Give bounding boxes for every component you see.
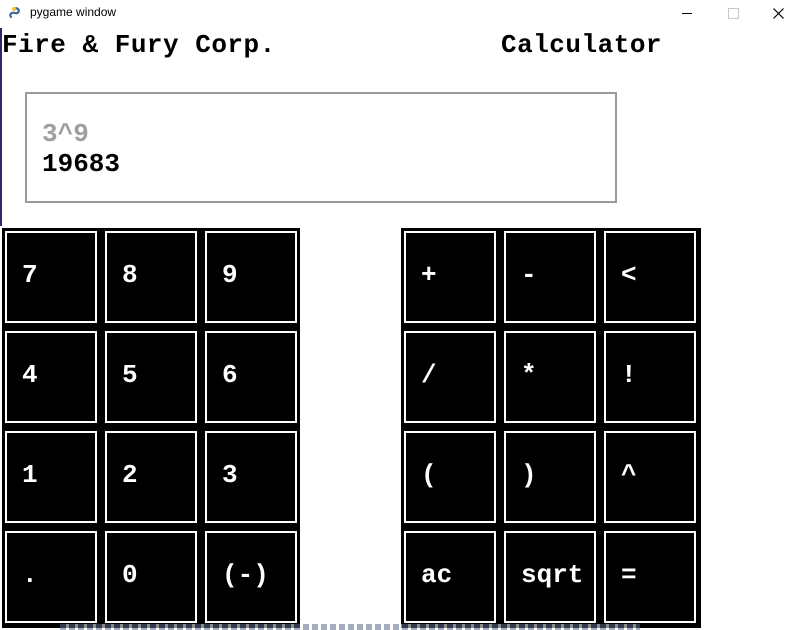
key-divide-button[interactable]: / [404, 331, 496, 423]
key-label: (-) [222, 560, 269, 590]
key-2-button[interactable]: 2 [105, 431, 197, 523]
key-8-button[interactable]: 8 [105, 231, 197, 323]
key-label: 8 [122, 260, 138, 290]
key-3-button[interactable]: 3 [205, 431, 297, 523]
operator-keypad: + - < / * ! ( ) ^ ac sqrt = [401, 228, 701, 628]
expression-text: 3^9 [42, 119, 89, 149]
key-label: 7 [22, 260, 38, 290]
minimize-icon [681, 13, 692, 14]
calculator-display: 3^9 19683 [25, 92, 617, 203]
maximize-button[interactable] [710, 0, 756, 27]
pygame-snake-icon [9, 7, 20, 19]
maximize-icon [727, 8, 739, 19]
result-text: 19683 [42, 149, 121, 179]
key-6-button[interactable]: 6 [205, 331, 297, 423]
key-label: . [22, 560, 38, 590]
key-label: 3 [222, 460, 238, 490]
key-label: - [521, 260, 537, 290]
key-1-button[interactable]: 1 [5, 431, 97, 523]
key-0-button[interactable]: 0 [105, 531, 197, 623]
key-9-button[interactable]: 9 [205, 231, 297, 323]
key-all-clear-button[interactable]: ac [404, 531, 496, 623]
key-5-button[interactable]: 5 [105, 331, 197, 423]
company-name: Fire & Fury Corp. [2, 30, 276, 60]
minimize-button[interactable] [664, 0, 710, 27]
key-label: 1 [22, 460, 38, 490]
key-label: sqrt [521, 560, 584, 590]
window-edge-line [0, 28, 2, 226]
key-4-button[interactable]: 4 [5, 331, 97, 423]
number-keypad: 7 8 9 4 5 6 1 2 3 . 0 (-) [2, 228, 300, 628]
window-titlebar[interactable]: pygame window [0, 0, 800, 27]
close-button[interactable] [755, 0, 800, 27]
key-label: + [421, 260, 437, 290]
key-label: ( [421, 460, 437, 490]
key-multiply-button[interactable]: * [504, 331, 596, 423]
key-decimal-button[interactable]: . [5, 531, 97, 623]
key-factorial-button[interactable]: ! [604, 331, 696, 423]
key-label: 6 [222, 360, 238, 390]
key-label: 0 [122, 560, 138, 590]
key-open-paren-button[interactable]: ( [404, 431, 496, 523]
key-plus-button[interactable]: + [404, 231, 496, 323]
key-label: ac [421, 560, 453, 590]
key-label: ! [621, 360, 637, 390]
key-negate-button[interactable]: (-) [205, 531, 297, 623]
key-label: ^ [621, 460, 637, 490]
key-minus-button[interactable]: - [504, 231, 596, 323]
key-label: = [621, 560, 637, 590]
key-sqrt-button[interactable]: sqrt [504, 531, 596, 623]
key-label: 2 [122, 460, 138, 490]
key-label: / [421, 360, 437, 390]
key-backspace-button[interactable]: < [604, 231, 696, 323]
key-label: 9 [222, 260, 238, 290]
key-label: * [521, 360, 537, 390]
key-label: 5 [122, 360, 138, 390]
window-title: pygame window [30, 5, 117, 19]
key-7-button[interactable]: 7 [5, 231, 97, 323]
key-label: 4 [22, 360, 38, 390]
key-power-button[interactable]: ^ [604, 431, 696, 523]
app-title: Calculator [501, 30, 663, 60]
key-label: < [621, 260, 637, 290]
key-equals-button[interactable]: = [604, 531, 696, 623]
key-close-paren-button[interactable]: ) [504, 431, 596, 523]
close-icon [772, 8, 784, 19]
background-window-text-strip [60, 624, 640, 630]
key-label: ) [521, 460, 537, 490]
